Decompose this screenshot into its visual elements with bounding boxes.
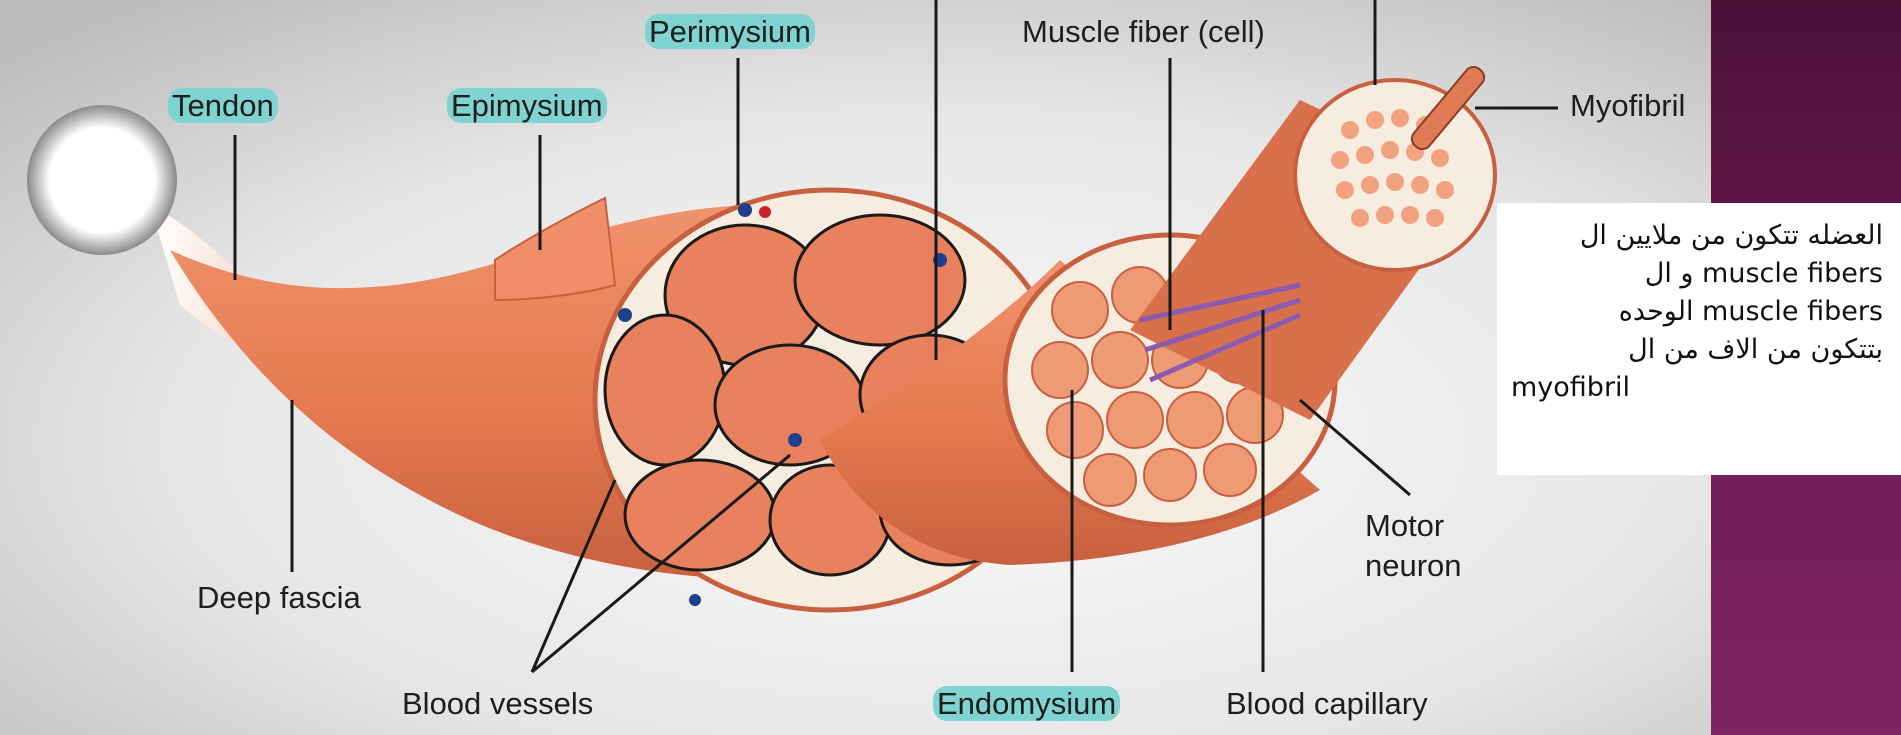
label-blood-capillary: Blood capillary [1226, 686, 1428, 722]
label-perimysium: Perimysium [645, 14, 815, 50]
label-motor-neuron-2: neuron [1365, 548, 1462, 584]
label-endomysium: Endomysium [933, 686, 1120, 722]
label-myofibril: Myofibril [1570, 88, 1685, 124]
note-line: بتتكون من الاف من ال [1511, 331, 1883, 369]
label-perimysium-text: Perimysium [645, 14, 815, 49]
note-line: العضله تتكون من ملايين ال [1511, 217, 1883, 255]
note-line: myofibril [1511, 369, 1883, 407]
label-tendon: Tendon [168, 88, 278, 124]
note-line: muscle fibers الوحده [1511, 293, 1883, 331]
label-tendon-text: Tendon [168, 88, 278, 123]
label-muscle-fiber: Muscle fiber (cell) [1022, 14, 1265, 50]
spotlight-circle [27, 105, 177, 255]
label-epimysium: Epimysium [447, 88, 607, 124]
label-motor-neuron-1: Motor [1365, 508, 1444, 544]
annotation-note: العضله تتكون من ملايين ال muscle fibers … [1497, 203, 1901, 475]
note-line: muscle fibers و ال [1511, 255, 1883, 293]
label-endomysium-text: Endomysium [933, 686, 1120, 721]
label-blood-vessels: Blood vessels [402, 686, 593, 722]
label-deep-fascia: Deep fascia [197, 580, 361, 616]
label-epimysium-text: Epimysium [447, 88, 607, 123]
